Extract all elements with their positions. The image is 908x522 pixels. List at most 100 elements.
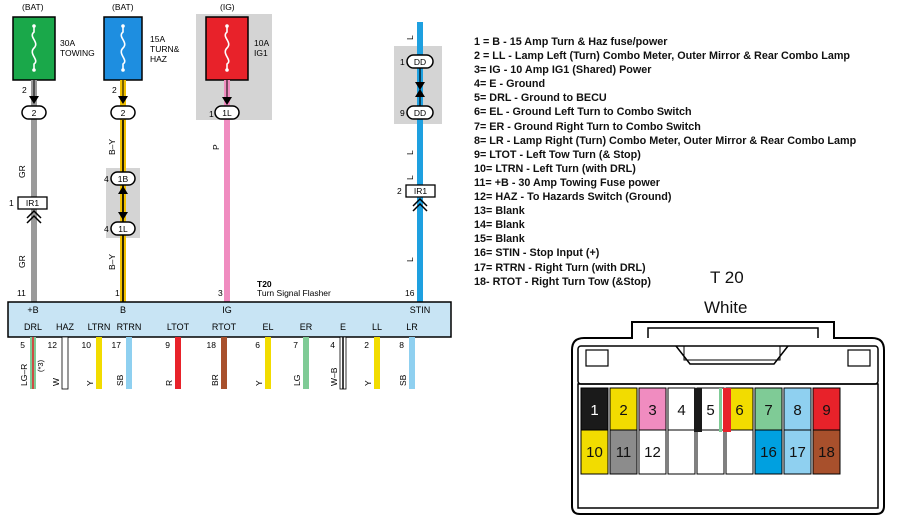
connector-dd-1-label: DD <box>414 57 426 67</box>
wire-label-by-1: B–Y <box>107 139 117 155</box>
legend-item: 8= LR - Lamp Right (Turn) Combo Meter, O… <box>474 134 857 147</box>
output-wire-color: SB <box>398 374 408 386</box>
connector-cavity <box>580 387 609 433</box>
connector-1b-label: 1B <box>118 174 129 184</box>
connector-1l-lower <box>110 221 136 236</box>
flasher-box <box>7 301 452 338</box>
wire-label-p: P <box>211 144 221 150</box>
ir1-left-chevron-icon <box>26 209 42 224</box>
legend-item: 10= LTRN - Left Turn (with DRL) <box>474 162 636 175</box>
legend-item: 1 = B - 15 Amp Turn & Haz fuse/power <box>474 36 668 48</box>
flasher-label-stin: STIN <box>410 305 431 315</box>
connector-cavity-number: 6 <box>735 402 743 419</box>
output-pin-number: 2 <box>364 340 369 350</box>
connector-2-a <box>21 105 47 120</box>
pin-4-stripe <box>694 388 702 432</box>
arrow-fuse-2-icon <box>118 96 128 104</box>
fuse-1-element-icon <box>31 26 37 70</box>
legend-item: 13= Blank <box>474 205 525 218</box>
connector-key-left <box>585 349 609 367</box>
pin-4-lower: 4 <box>104 224 109 234</box>
ir1-left-label: IR1 <box>26 198 40 208</box>
legend-item: 16= STIN - Stop Input (+) <box>474 247 600 260</box>
connector-cavity <box>783 429 812 475</box>
output-pin-number: 6 <box>255 340 260 350</box>
wire-label-gr-2: GR <box>17 255 27 268</box>
output-wire <box>303 337 309 389</box>
connector-color-label: White <box>704 298 748 317</box>
output-pin-number: 17 <box>112 340 122 350</box>
ir1-right-label: IR1 <box>414 186 428 196</box>
output-wire-color: R <box>164 380 174 386</box>
connector-dd-9-label: DD <box>414 108 426 118</box>
connector-1l-lower-label: 1L <box>118 224 128 234</box>
fuse-1-name: TOWING <box>60 48 95 58</box>
pin-1-ir: 1 <box>9 198 14 208</box>
legend-item: 5= DRL - Ground to BECU <box>474 92 607 105</box>
output-pin-number: 12 <box>48 340 58 350</box>
pin-1-b: 1 <box>115 288 120 298</box>
ir1-left <box>17 196 48 210</box>
fuse-2-name: TURN& <box>150 44 180 54</box>
ir1-right-chevron-icon <box>412 197 428 212</box>
flasher-label-b: B <box>120 305 126 315</box>
fuse-3-rating: 10A <box>254 38 269 48</box>
connector-cavity <box>812 429 841 475</box>
output-wire-color: Y <box>85 380 95 386</box>
flasher-bottom-label: HAZ <box>56 322 75 332</box>
legend-item: 18- RTOT - Right Turn Tow (&Stop) <box>474 275 651 288</box>
legend-item: 12= HAZ - To Hazards Switch (Ground) <box>474 191 672 204</box>
output-pin-number: 7 <box>293 340 298 350</box>
output-wire-color: Y <box>363 380 373 386</box>
output-pin-number: 9 <box>165 340 170 350</box>
connector-title: T 20 <box>710 268 744 287</box>
flasher-label-ig: IG <box>222 305 232 315</box>
flasher-bottom-label: DRL <box>24 322 42 332</box>
connector-1b <box>110 171 136 186</box>
output-wire <box>175 337 181 389</box>
legend-item: 7= ER - Ground Right Turn to Combo Switc… <box>474 120 701 133</box>
fuse-2-name-2: HAZ <box>150 54 167 64</box>
legend-item: 14= Blank <box>474 219 525 232</box>
flasher-bottom-label: LTRN <box>88 322 111 332</box>
connector-cavity <box>609 429 638 475</box>
connector-cavity-number: 16 <box>760 444 777 461</box>
flasher-name: Turn Signal Flasher <box>257 288 331 298</box>
wire-label-by-2: B–Y <box>107 254 117 270</box>
connector-1l-ig <box>214 105 240 120</box>
output-wire-color: Y <box>254 380 264 386</box>
output-pin-number: 5 <box>20 340 25 350</box>
output-wire <box>374 337 380 389</box>
connector-cavity-number: 2 <box>619 402 627 419</box>
output-pin-number: 8 <box>399 340 404 350</box>
output-wire <box>265 337 271 389</box>
fuse-1-source: (BAT) <box>22 2 44 12</box>
flasher-bottom-label: LTOT <box>167 322 190 332</box>
flasher-bottom-label: LL <box>372 322 382 332</box>
legend-item: 6= EL - Ground Left Turn to Combo Switch <box>474 106 692 119</box>
output-pin-number: 18 <box>207 340 217 350</box>
wire-label-l-1: L <box>405 35 415 40</box>
flasher-bottom-label: EL <box>262 322 273 332</box>
arrow-fuse-3-icon <box>222 97 232 105</box>
output-wire-color: W–B <box>329 367 339 386</box>
connector-cavity <box>580 429 609 475</box>
legend-item: 11= +B - 30 Amp Towing Fuse power <box>474 176 660 189</box>
wire-footnote: (*3) <box>36 359 45 372</box>
pin-3: 3 <box>218 288 223 298</box>
output-wire <box>409 337 415 389</box>
output-wire-color: W <box>51 378 61 386</box>
output-wire <box>221 337 227 389</box>
wire-label-l-2: L <box>405 150 415 155</box>
connector-cavity-number: 17 <box>789 444 806 461</box>
pin-5-stripe-edge <box>719 388 722 432</box>
flasher-bottom-label: RTOT <box>212 322 237 332</box>
flasher-bottom-label: LR <box>406 322 418 332</box>
connector-2-b-label: 2 <box>121 108 126 118</box>
pin-16: 16 <box>405 288 415 298</box>
pin-2-fuse2: 2 <box>112 85 117 95</box>
legend-item: 3= IG - 10 Amp IG1 (Shared) Power <box>474 64 652 77</box>
